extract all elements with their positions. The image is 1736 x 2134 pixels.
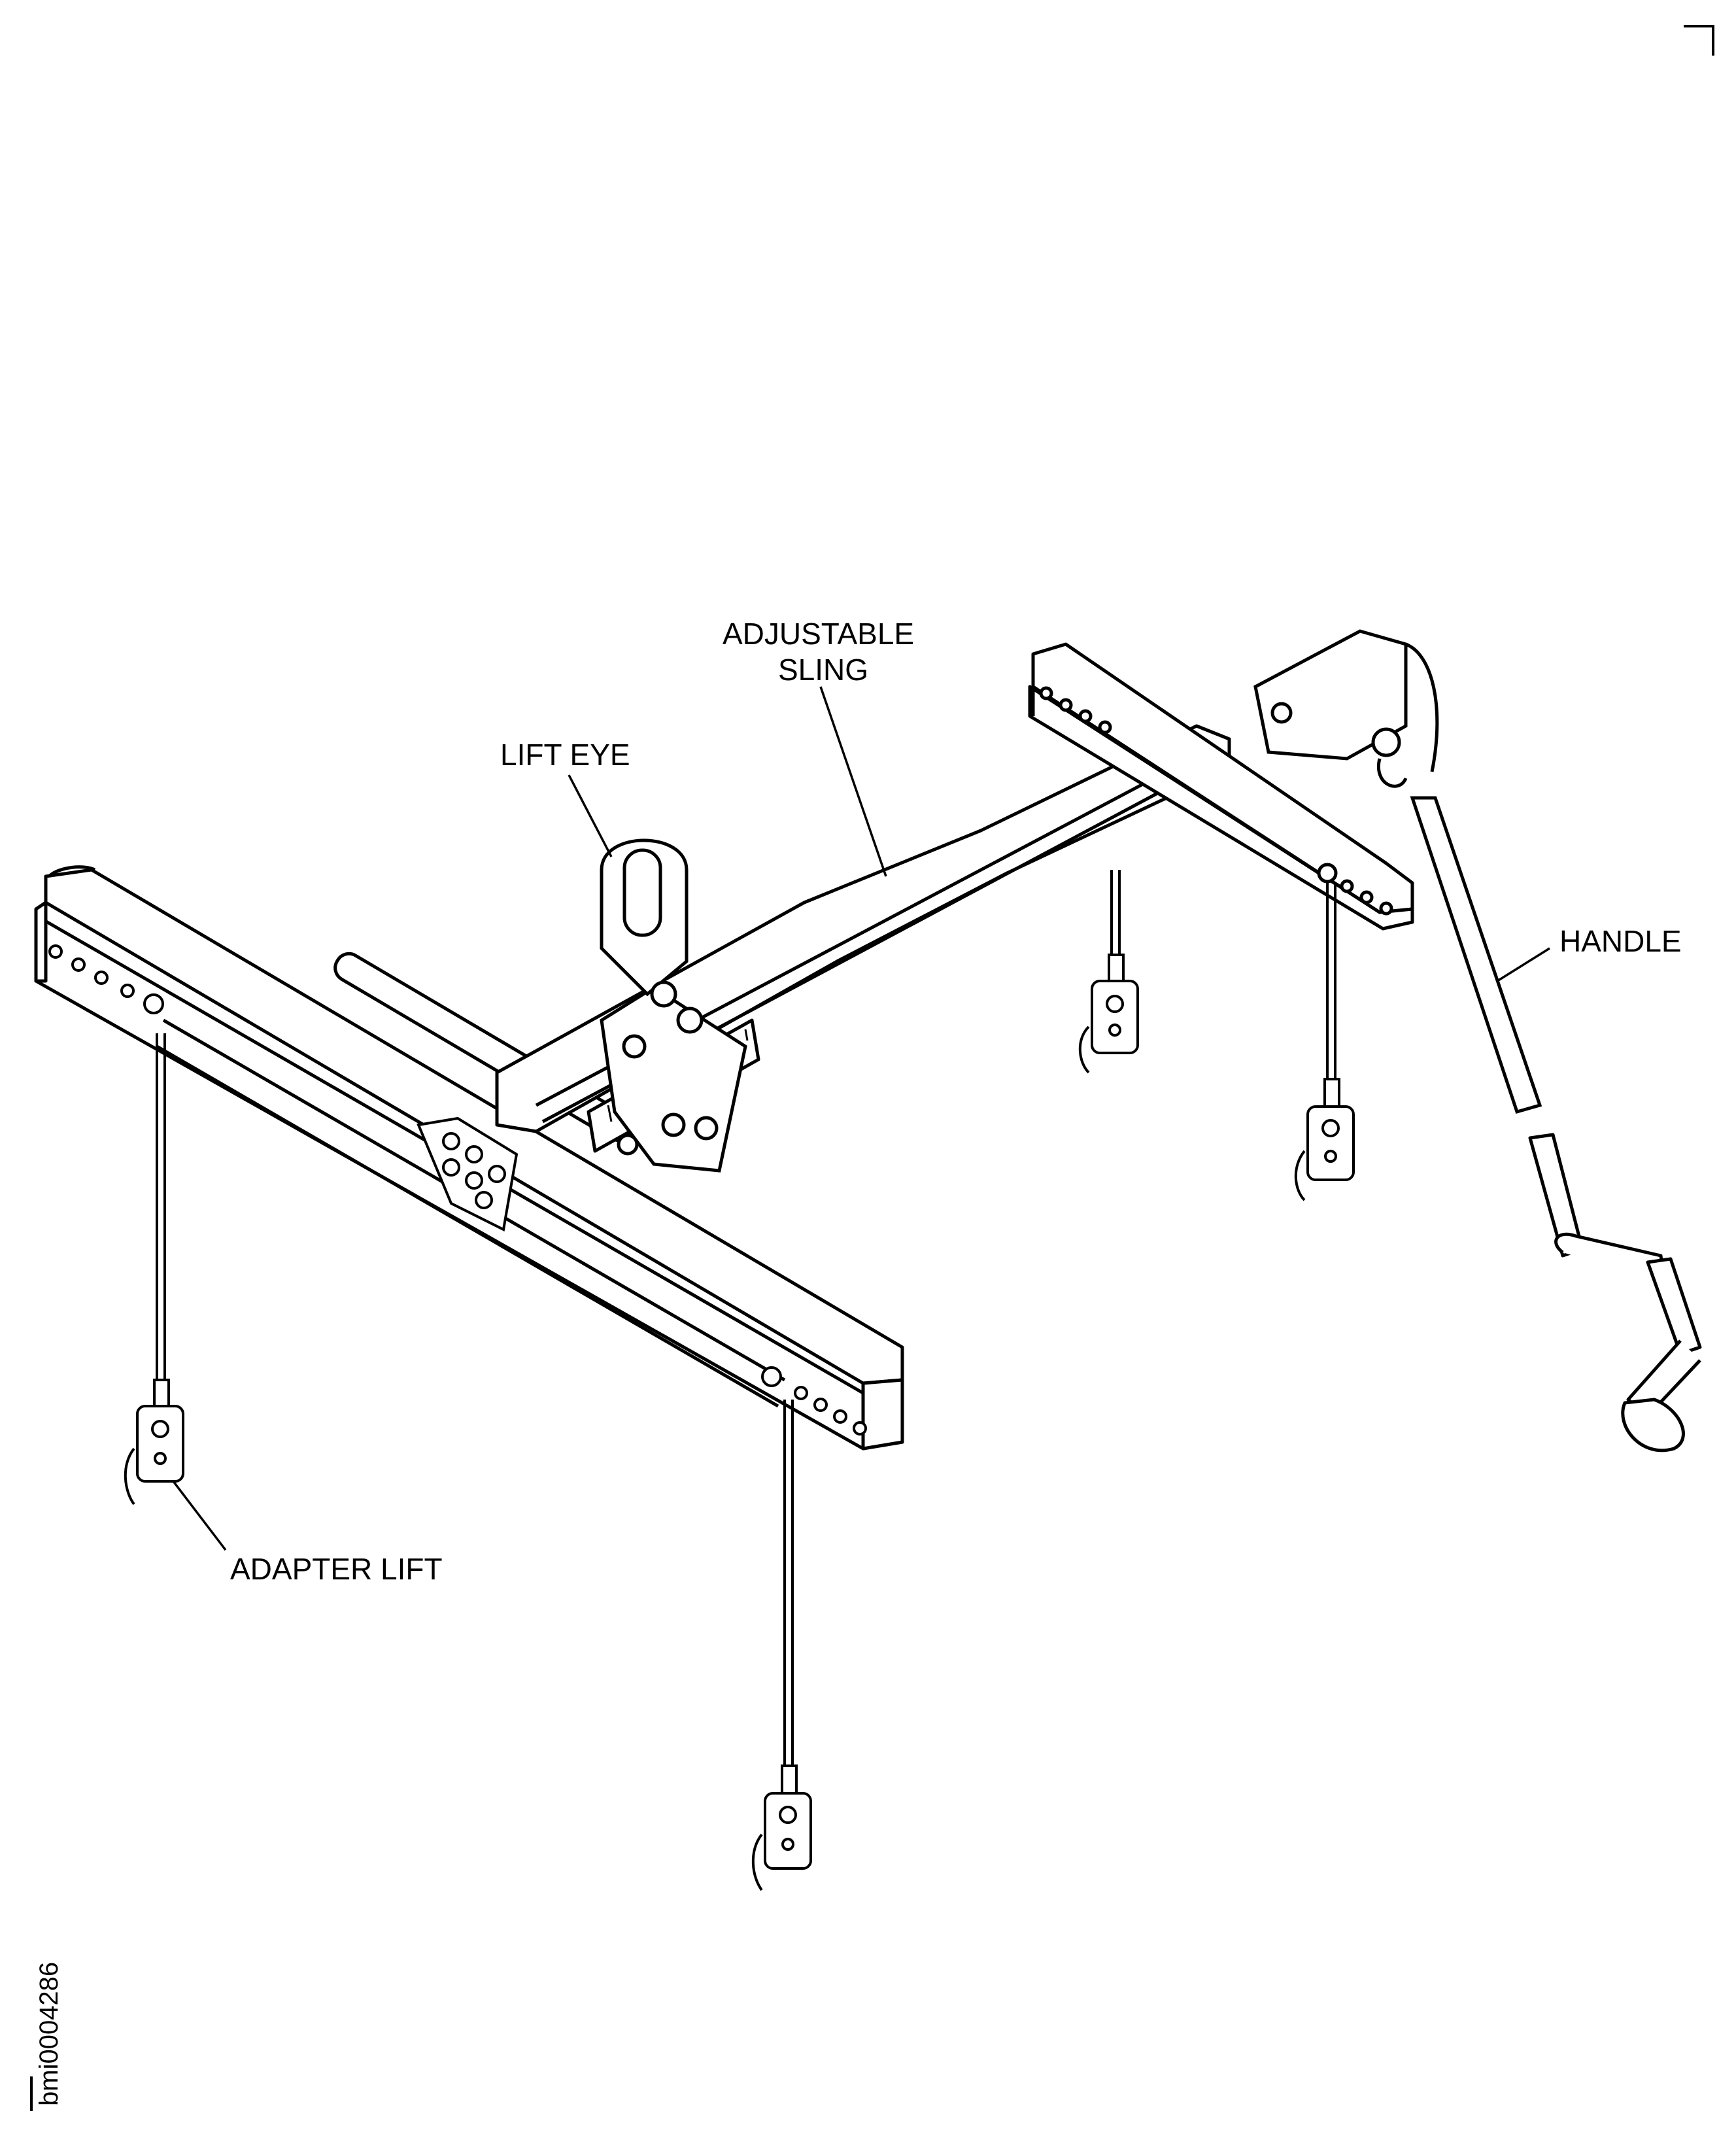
cable-rear-left xyxy=(1110,870,1121,955)
cable-rear-right xyxy=(1326,883,1336,1079)
adapter-lift-rear-right xyxy=(1294,1078,1355,1201)
leader-lines xyxy=(172,686,1550,1551)
label-handle: HANDLE xyxy=(1559,924,1682,958)
adapter-lift-rear-left xyxy=(1078,954,1139,1074)
center-gusset-plate xyxy=(417,1116,519,1231)
winch-housing xyxy=(1253,629,1439,788)
front-crossbeam-right-holes xyxy=(761,1366,867,1436)
label-adjustable-sling-line1: ADJUSTABLE xyxy=(723,617,914,651)
leader-lift-eye xyxy=(568,774,613,857)
label-adapter-lift: ADAPTER LIFT xyxy=(230,1552,443,1586)
lift-eye xyxy=(600,838,704,1059)
handle-lower-crank xyxy=(1528,1133,1702,1453)
cable-front-right xyxy=(783,1400,794,1766)
leader-handle xyxy=(1497,947,1550,982)
adapter-lift-front-right xyxy=(751,1764,812,1891)
front-crossbeam-left-holes xyxy=(48,944,164,1014)
label-lift-eye: LIFT EYE xyxy=(500,738,630,772)
crop-mark-top-right xyxy=(1684,25,1714,56)
handle-upper-shaft xyxy=(1410,796,1542,1114)
rear-crossbeam xyxy=(1028,642,1414,931)
figure-id: bmi0004286 xyxy=(35,1962,63,2106)
cable-front-left xyxy=(156,1033,166,1380)
adapter-lift-front-left xyxy=(124,1379,184,1506)
leader-adapter-lift xyxy=(172,1480,227,1551)
leader-adjustable-sling xyxy=(819,686,887,877)
label-adjustable-sling-line2: SLING xyxy=(778,653,868,687)
